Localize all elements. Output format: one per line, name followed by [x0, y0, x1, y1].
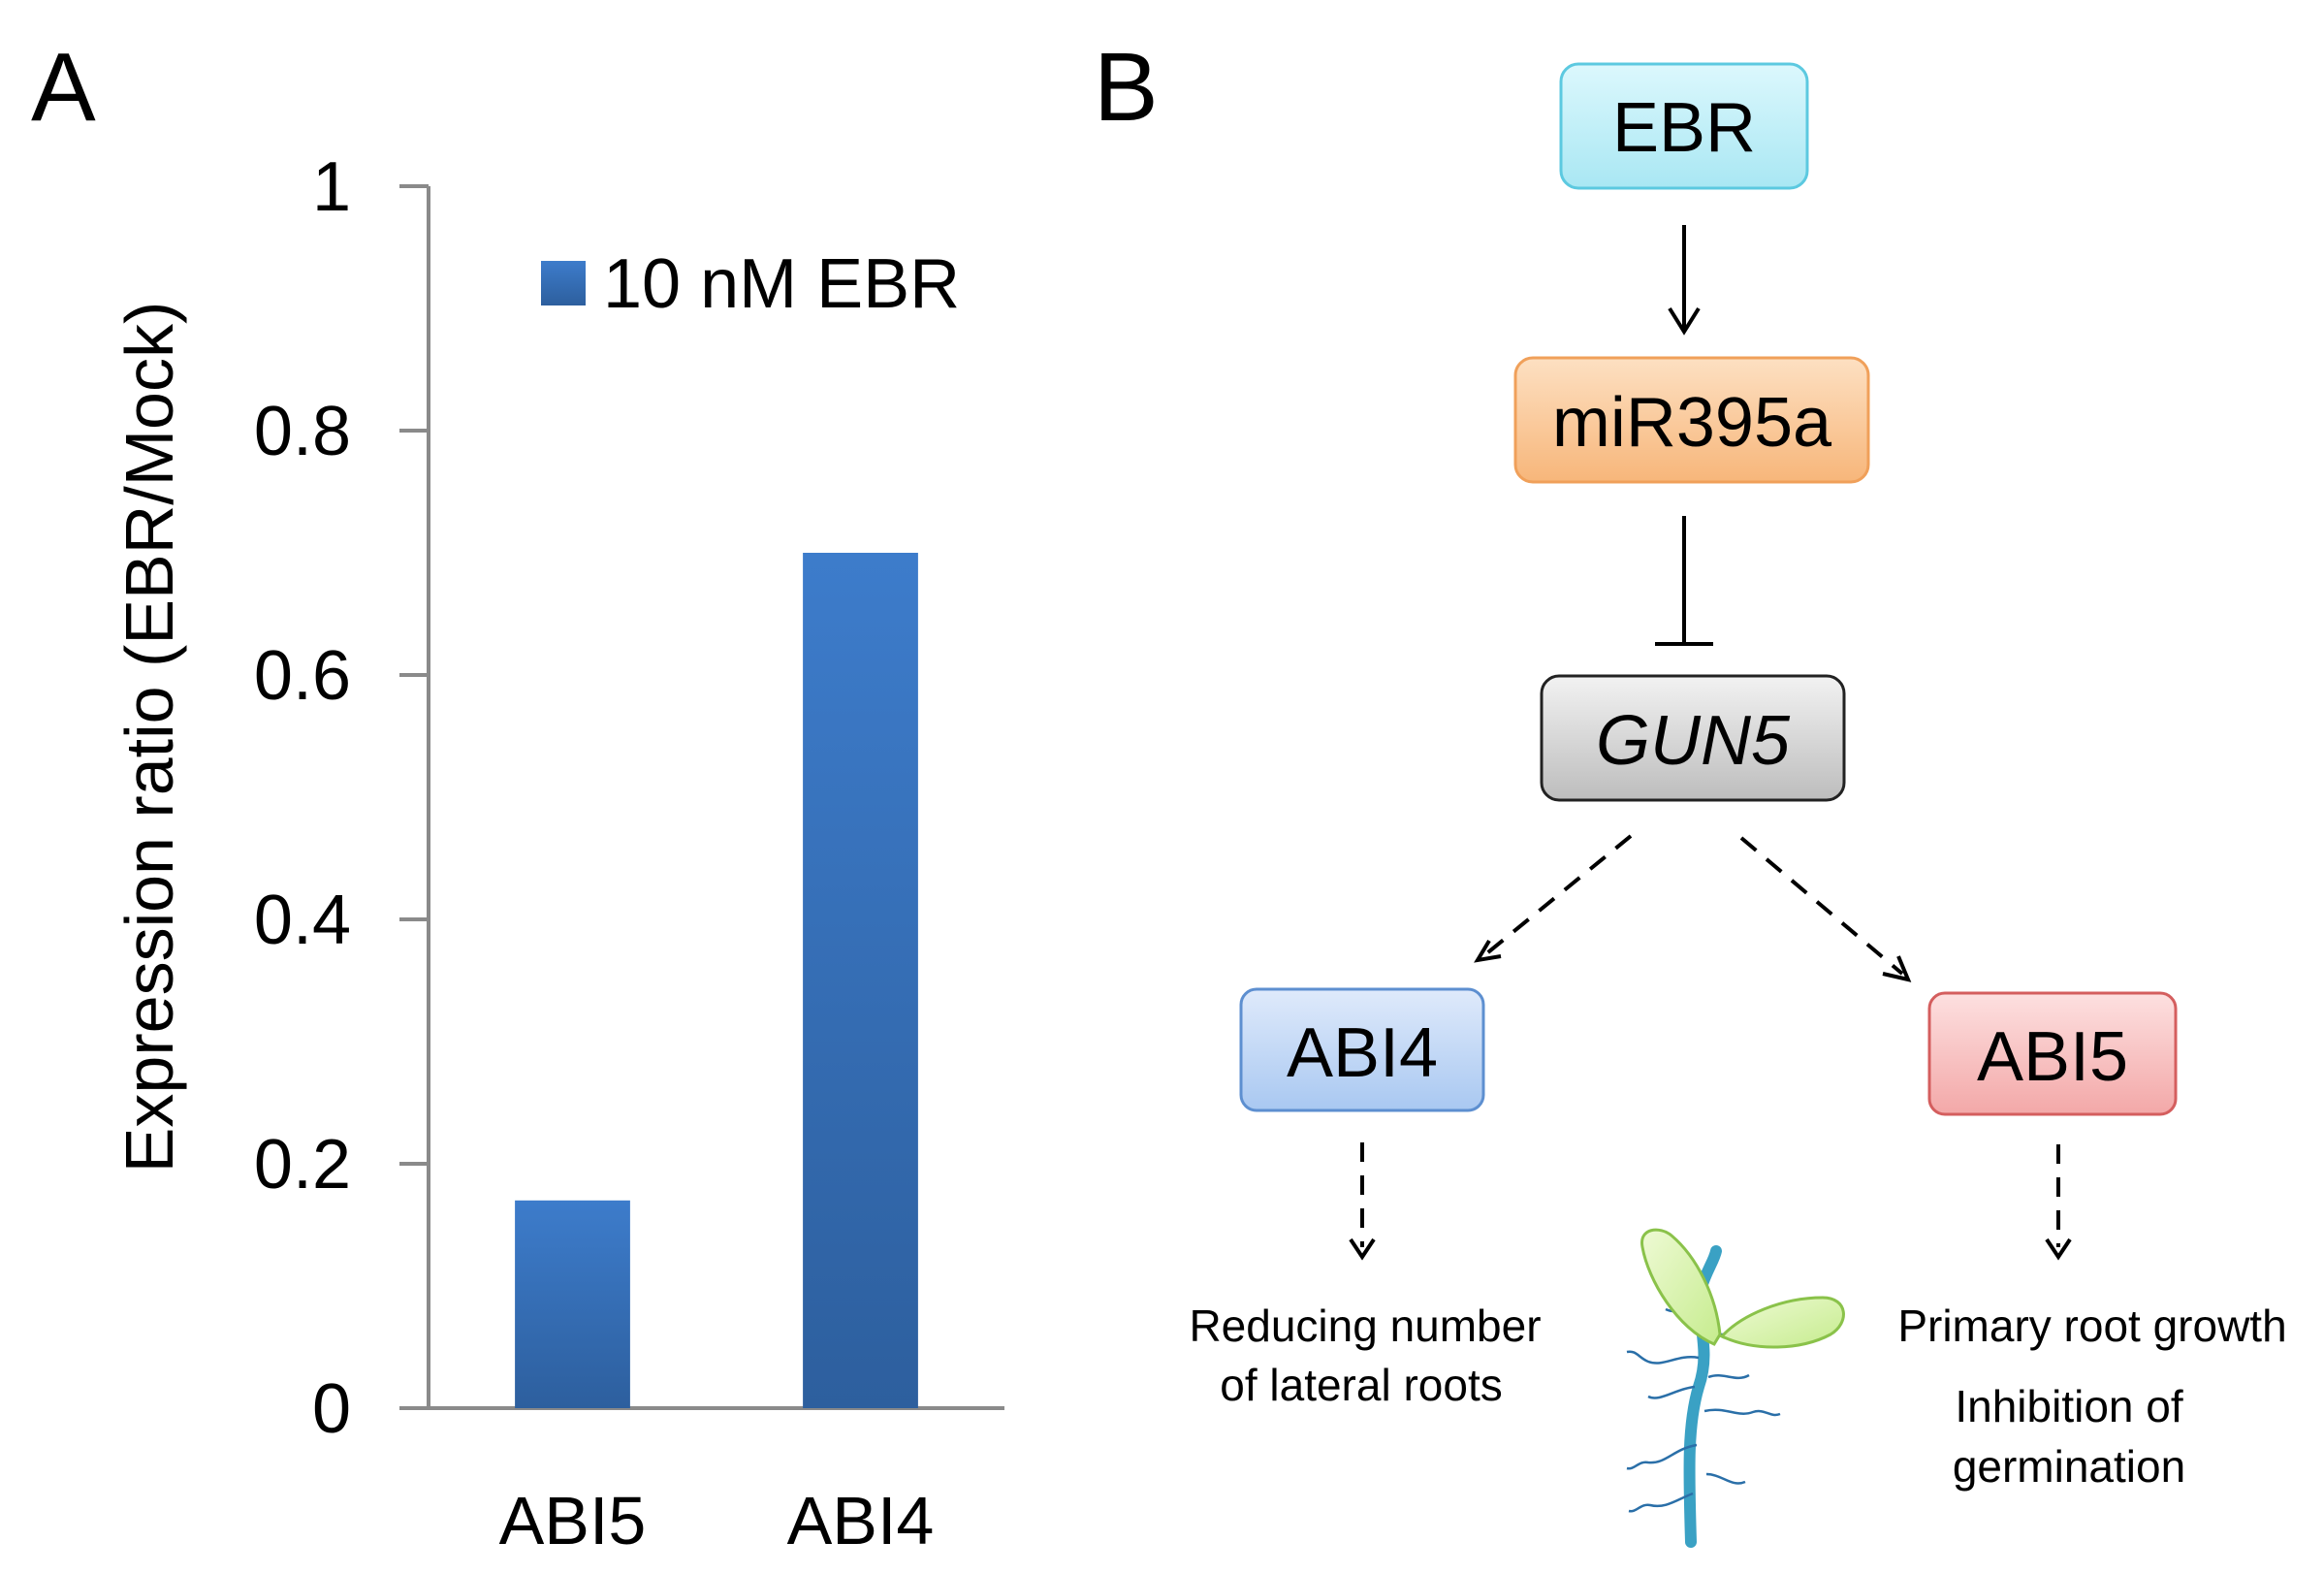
panel-label-a: A	[31, 33, 96, 142]
x-category-label: ABI4	[787, 1483, 935, 1558]
outcome-abi5-line1: Primary root growth	[1897, 1301, 2286, 1351]
node-abi5: ABI5	[1927, 991, 2178, 1116]
outcome-abi5-line3: germination	[1953, 1441, 2185, 1492]
bar-chart: 0 0.2 0.4 0.6 0.8 1 ABI5 ABI4 Expression ratio…	[111, 148, 1004, 1558]
edge-ebr-mir395a	[1668, 225, 1701, 336]
node-mir395a-label: miR395a	[1552, 384, 1832, 462]
node-gun5: GUN5	[1540, 674, 1846, 802]
y-tick-label: 1	[312, 148, 351, 226]
node-ebr-label: EBR	[1612, 89, 1756, 167]
panel-label-b: B	[1094, 33, 1159, 142]
node-abi4: ABI4	[1239, 987, 1485, 1112]
legend-label: 10 nM EBR	[603, 245, 960, 323]
node-mir395a: miR395a	[1513, 356, 1870, 484]
legend: 10 nM EBR	[541, 245, 960, 323]
edge-abi5-outcome	[2045, 1144, 2072, 1261]
bar-abi5	[515, 1200, 630, 1408]
seedling-icon	[1626, 1228, 1845, 1548]
y-tick-label: 0.8	[254, 393, 351, 470]
y-tick-label: 0.6	[254, 637, 351, 715]
y-axis-title: Expression ratio (EBR/Mock)	[111, 302, 187, 1173]
node-gun5-label: GUN5	[1596, 702, 1791, 780]
outcome-abi5-line2: Inhibition of	[1955, 1381, 2182, 1431]
node-ebr: EBR	[1559, 62, 1809, 190]
outcome-abi4-line2: of lateral roots	[1220, 1360, 1502, 1410]
x-category-label: ABI5	[499, 1483, 647, 1558]
y-tick-label: 0.2	[254, 1126, 351, 1204]
legend-swatch	[541, 261, 586, 305]
node-abi4-label: ABI4	[1287, 1014, 1438, 1092]
node-abi5-label: ABI5	[1977, 1018, 2128, 1096]
outcome-abi4-line1: Reducing number	[1189, 1301, 1541, 1351]
edge-gun5-abi4	[1474, 834, 1633, 963]
edge-abi4-outcome	[1349, 1142, 1376, 1261]
y-tick-label: 0.4	[254, 882, 351, 959]
y-tick-label: 0	[312, 1370, 351, 1448]
bar-abi4	[803, 553, 918, 1408]
edge-gun5-abi5	[1739, 836, 1912, 982]
edge-mir395a-gun5-inhibit	[1655, 516, 1713, 646]
